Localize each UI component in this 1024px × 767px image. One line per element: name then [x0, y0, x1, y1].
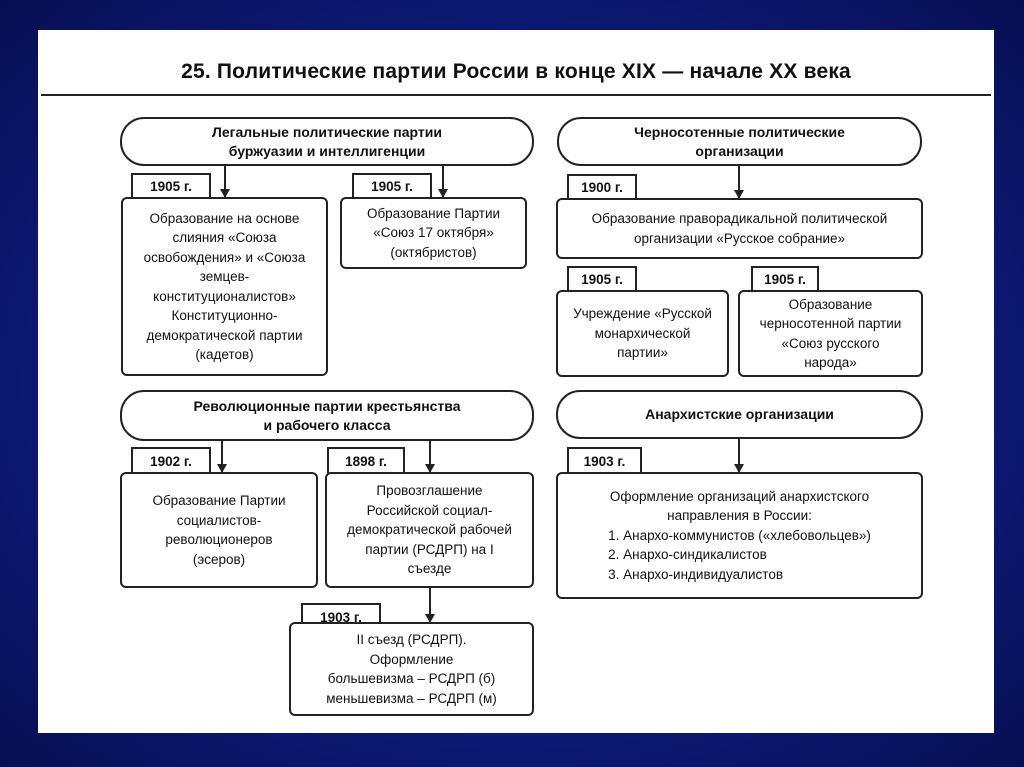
- kadets-box: Образование на основе слияния «Союза осв…: [121, 197, 328, 376]
- union-russian-people-box: Образование черносотенной партии «Союз р…: [738, 290, 923, 377]
- text-line: Российской социал-: [366, 502, 493, 518]
- text-line: организации «Русское собрание»: [633, 230, 846, 246]
- revolutionary-parties-header: Революционные партии крестьянства и рабоч…: [120, 390, 534, 441]
- text-line: (октябристов): [390, 244, 477, 260]
- date-label: 1905 г.: [751, 266, 819, 291]
- black-hundred-header: Черносотенные политические организации: [557, 117, 922, 166]
- anarchist-header: Анархистские организации: [556, 390, 923, 439]
- socialist-revolutionaries-box: Образование Партии социалистов- революци…: [120, 472, 318, 588]
- list-item: 1. Анархо-коммунистов («хлебовольцев»): [608, 527, 871, 543]
- text-line: черносотенной партии: [759, 316, 902, 331]
- monarchist-party-box: Учреждение «Русской монархической партии…: [556, 290, 729, 377]
- arrow-down-icon: [217, 441, 227, 473]
- date-label: 1903 г.: [567, 447, 642, 473]
- date-label: 1902 г.: [131, 447, 211, 473]
- legal-parties-header: Легальные политические партии буржуазии и…: [120, 117, 534, 166]
- text-line: направления в России:: [667, 508, 812, 524]
- text-line: партии»: [617, 345, 668, 361]
- header-line: буржуазии и интеллигенции: [228, 142, 426, 159]
- text-line: «Союз русского: [781, 335, 880, 351]
- text-line: освобождения» и «Союза: [143, 249, 306, 265]
- text-line: Образование Партии: [152, 493, 286, 508]
- russian-assembly-box: Образование праворадикальной политическо…: [556, 198, 923, 259]
- text-line: Оформление организаций анархистского: [609, 488, 870, 504]
- text-line: партии (РСДРП) на I: [365, 541, 494, 557]
- date-label: 1905 г.: [131, 173, 211, 198]
- date-label: 1905 г.: [567, 266, 637, 291]
- page-title: 25. Политические партии России в конце X…: [181, 60, 851, 83]
- second-congress-box: II съезд (РСДРП). Оформление большевизма…: [289, 622, 534, 716]
- arrow-down-icon: [438, 166, 448, 198]
- arrow-down-icon: [734, 439, 744, 473]
- text-line: демократической партии: [146, 327, 303, 343]
- text-line: Образование Партии: [366, 205, 501, 221]
- date-label: 1905 г.: [352, 173, 432, 198]
- text-line: слияния «Союза: [172, 230, 277, 245]
- text-line: революционеров: [165, 532, 273, 547]
- text-line: Конституционно-: [171, 308, 278, 323]
- arrow-down-icon: [734, 166, 744, 199]
- text-line: большевизма – РСДРП (б): [327, 671, 496, 686]
- text-line: монархической: [594, 325, 691, 341]
- anarchist-box: Оформление организаций анархистского нап…: [556, 472, 923, 599]
- text-line: Образование праворадикальной политическо…: [591, 211, 888, 226]
- text-line: (эсеров): [192, 551, 246, 567]
- text-line: Учреждение «Русской: [573, 306, 712, 322]
- arrow-down-icon: [425, 588, 435, 623]
- header-line: Черносотенные политические: [634, 123, 845, 140]
- text-line: Образование на основе: [149, 210, 300, 226]
- text-line: «Союз 17 октября»: [373, 225, 494, 241]
- date-label: 1900 г.: [567, 174, 637, 199]
- header-line: Революционные партии крестьянства: [193, 397, 461, 414]
- date-label: 1898 г.: [327, 447, 405, 473]
- arrow-down-icon: [425, 441, 435, 473]
- rsdrp-box: Провозглашение Российской социал- демокр…: [325, 472, 534, 588]
- text-line: Провозглашение: [376, 483, 483, 499]
- text-line: меньшевизма – РСДРП (м): [326, 690, 497, 706]
- list-item: 2. Анархо-синдикалистов: [608, 547, 767, 563]
- header-line: и рабочего класса: [263, 416, 391, 433]
- header-line: организации: [695, 142, 784, 159]
- text-line: II съезд (РСДРП).: [356, 632, 467, 647]
- text-line: Образование: [788, 296, 873, 312]
- title-divider: [41, 94, 991, 96]
- text-line: демократической рабочей: [347, 522, 512, 538]
- header-line: Анархистские организации: [645, 406, 834, 422]
- arrow-down-icon: [220, 166, 230, 198]
- text-line: съезде: [407, 561, 452, 577]
- list-item: 3. Анархо-индивидуалистов: [608, 566, 784, 582]
- octobrists-box: Образование Партии «Союз 17 октября» (ок…: [340, 197, 527, 269]
- text-line: Оформление: [369, 651, 454, 667]
- text-line: конституционалистов»: [153, 288, 296, 304]
- header-line: Легальные политические партии: [212, 123, 442, 140]
- text-line: земцев-: [199, 269, 250, 284]
- text-line: (кадетов): [195, 347, 254, 362]
- text-line: социалистов-: [176, 512, 262, 528]
- text-line: народа»: [804, 355, 857, 370]
